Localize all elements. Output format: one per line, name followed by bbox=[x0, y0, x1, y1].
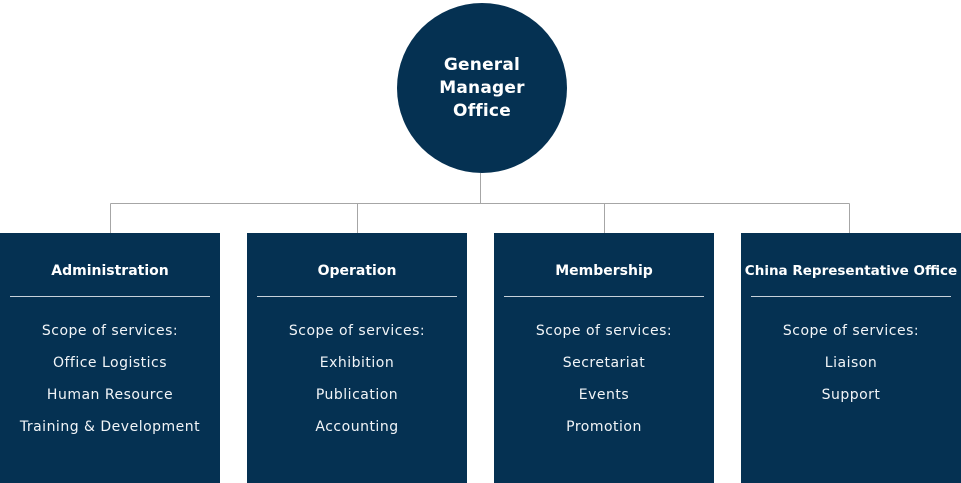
department-box-operation: Operation Scope of services: Exhibition … bbox=[247, 233, 467, 483]
general-manager-node: General Manager Office bbox=[397, 3, 567, 173]
service-item: Publication bbox=[315, 387, 399, 403]
department-title: Administration bbox=[51, 263, 169, 279]
department-box-china-representative-office: China Representative Office Scope of ser… bbox=[741, 233, 961, 483]
services-list: Scope of services: Liaison Support bbox=[741, 315, 961, 411]
department-box-administration: Administration Scope of services: Office… bbox=[0, 233, 220, 483]
service-item: Office Logistics bbox=[52, 355, 168, 371]
department-divider bbox=[257, 296, 457, 297]
services-label: Scope of services: bbox=[535, 323, 673, 339]
service-item: Accounting bbox=[315, 419, 399, 435]
services-label: Scope of services: bbox=[288, 323, 426, 339]
services-label: Scope of services: bbox=[782, 323, 920, 339]
services-label: Scope of services: bbox=[41, 323, 179, 339]
service-item: Support bbox=[821, 387, 881, 403]
services-list: Scope of services: Exhibition Publicatio… bbox=[247, 315, 467, 443]
general-manager-title: General Manager Office bbox=[439, 54, 525, 121]
services-list: Scope of services: Office Logistics Huma… bbox=[0, 315, 220, 443]
service-item: Promotion bbox=[566, 419, 642, 435]
department-divider bbox=[751, 296, 951, 297]
service-item: Human Resource bbox=[46, 387, 174, 403]
department-box-membership: Membership Scope of services: Secretaria… bbox=[494, 233, 714, 483]
department-title: Operation bbox=[317, 263, 397, 279]
department-divider bbox=[10, 296, 210, 297]
department-title: China Representative Office bbox=[744, 263, 958, 279]
services-list: Scope of services: Secretariat Events Pr… bbox=[494, 315, 714, 443]
service-item: Liaison bbox=[824, 355, 878, 371]
service-item: Events bbox=[578, 387, 630, 403]
service-item: Exhibition bbox=[319, 355, 395, 371]
service-item: Training & Development bbox=[19, 419, 201, 435]
department-title: Membership bbox=[555, 263, 653, 279]
service-item: Secretariat bbox=[562, 355, 646, 371]
department-divider bbox=[504, 296, 704, 297]
